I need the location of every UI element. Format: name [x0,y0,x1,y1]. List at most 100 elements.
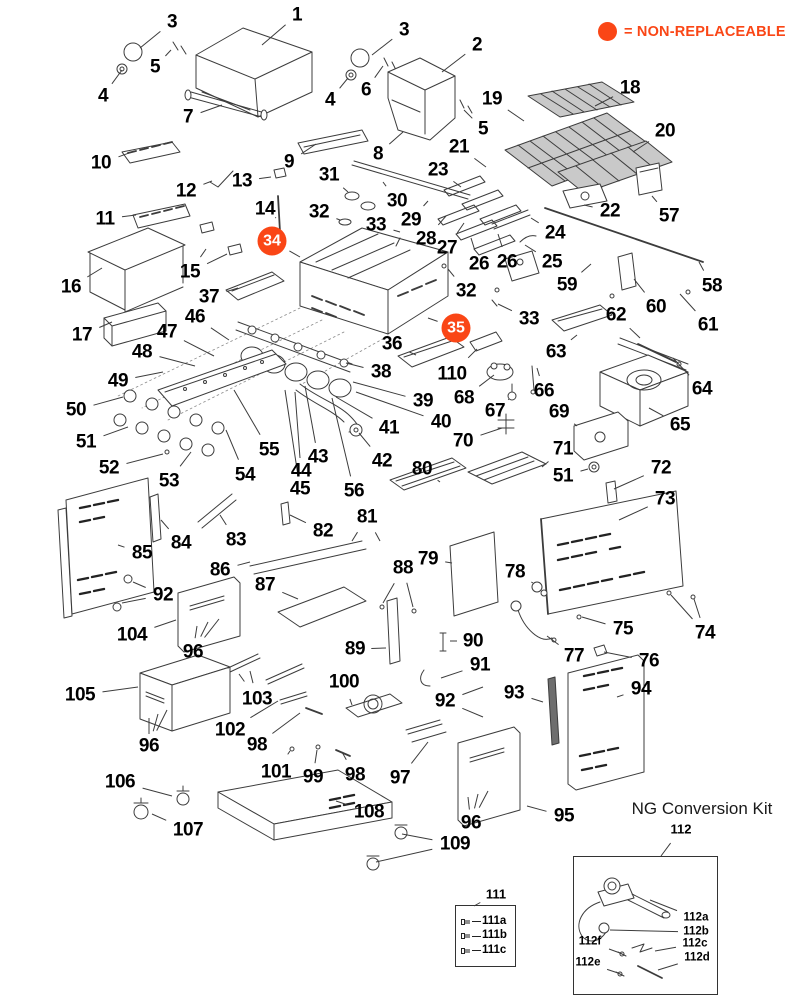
hardware-item-label: 111a [482,914,507,927]
part-label-99: 99 [302,766,324,788]
part-label-56: 56 [343,480,365,502]
part-label-12: 12 [175,180,197,202]
part-label-24: 24 [544,222,566,244]
part-label-58: 58 [701,275,723,297]
screw-icon [461,947,470,954]
part-label-17: 17 [71,324,93,346]
part-label-105: 105 [64,684,96,706]
part-label-2: 2 [471,34,483,56]
part-label-109: 109 [439,833,471,855]
part-label-22: 22 [599,200,621,222]
part-label-9: 9 [283,151,295,173]
part-label-47: 47 [156,321,178,343]
part-label-49: 49 [107,370,129,392]
part-label-6: 6 [360,79,372,101]
part-label-63: 63 [545,341,567,363]
hardware-item-111a: 111a [461,914,510,928]
part-label-15: 15 [179,261,201,283]
part-label-92: 92 [152,584,174,606]
part-label-32: 32 [455,280,477,302]
part-label-73: 73 [654,488,676,510]
part-label-19: 19 [481,88,503,110]
part-label-70: 70 [452,430,474,452]
part-label-57: 57 [658,205,680,227]
part-label-20: 20 [654,120,676,142]
hardware-item-dash [472,921,481,922]
part-label-51: 51 [75,431,97,453]
part-label-50: 50 [65,399,87,421]
ng-kit-box [573,856,718,995]
part-label-25: 25 [541,251,563,273]
part-label-93: 93 [503,682,525,704]
part-label-100: 100 [328,671,360,693]
part-label-34: 34 [257,226,287,256]
hardware-item-label: 111c [482,943,507,956]
part-label-69: 69 [548,401,570,423]
part-label-77: 77 [563,645,585,667]
part-label-79: 79 [417,548,439,570]
part-label-74: 74 [694,622,716,644]
part-label-31: 31 [318,164,340,186]
part-label-45: 45 [289,478,311,500]
hardware-item-label: 111b [482,929,507,942]
part-label-108: 108 [353,801,385,823]
screw-icon [461,933,470,939]
part-label-37: 37 [198,286,220,308]
part-label-62: 62 [605,304,627,326]
hardware-item-dash [472,950,481,951]
part-label-16: 16 [60,276,82,298]
part-label-101: 101 [260,761,292,783]
part-label-96: 96 [460,812,482,834]
part-label-64: 64 [691,378,713,400]
part-label-80: 80 [411,458,433,480]
part-label-75: 75 [612,618,634,640]
part-label-1: 1 [291,4,303,26]
part-label-3: 3 [398,19,410,41]
part-label-40: 40 [430,411,452,433]
part-label-8: 8 [372,143,384,165]
part-label-91: 91 [469,654,491,676]
part-label-112d: 112d [684,951,710,964]
part-label-87: 87 [254,574,276,596]
part-label-26: 26 [468,253,490,275]
legend-label: = NON-REPLACEABLE [624,23,786,40]
part-label-112: 112 [670,821,692,837]
part-label-53: 53 [158,470,180,492]
screw-icon [461,918,470,925]
part-label-84: 84 [170,532,192,554]
part-label-94: 94 [630,678,652,700]
ng-kit-title: NG Conversion Kit [631,799,773,818]
part-label-103: 103 [241,688,273,710]
part-label-67: 67 [484,400,506,422]
part-label-81: 81 [356,506,378,528]
part-label-14: 14 [254,198,276,220]
part-label-33: 33 [365,214,387,236]
part-label-11: 11 [95,208,115,230]
part-label-26: 26 [496,251,518,273]
part-label-29: 29 [400,209,422,231]
part-label-27: 27 [436,237,458,259]
hardware-item-dash [472,935,481,937]
part-label-4: 4 [324,89,336,111]
part-label-90: 90 [462,630,484,652]
part-label-112b: 112b [683,925,709,938]
part-label-41: 41 [378,417,400,439]
part-label-95: 95 [553,805,575,827]
part-label-71: 71 [552,438,574,460]
part-label-97: 97 [389,767,411,789]
part-label-96: 96 [182,641,204,663]
part-label-66: 66 [533,380,555,402]
part-label-38: 38 [370,361,392,383]
part-label-76: 76 [638,650,660,672]
part-label-112e: 112e [575,956,601,969]
part-label-111: 111 [485,886,507,902]
part-label-89: 89 [344,638,366,660]
legend: = NON-REPLACEABLE [598,22,786,41]
part-label-43: 43 [307,446,329,468]
part-label-112f: 112f [578,935,602,948]
part-label-5: 5 [149,56,161,78]
part-label-106: 106 [104,771,136,793]
part-label-42: 42 [371,450,393,472]
